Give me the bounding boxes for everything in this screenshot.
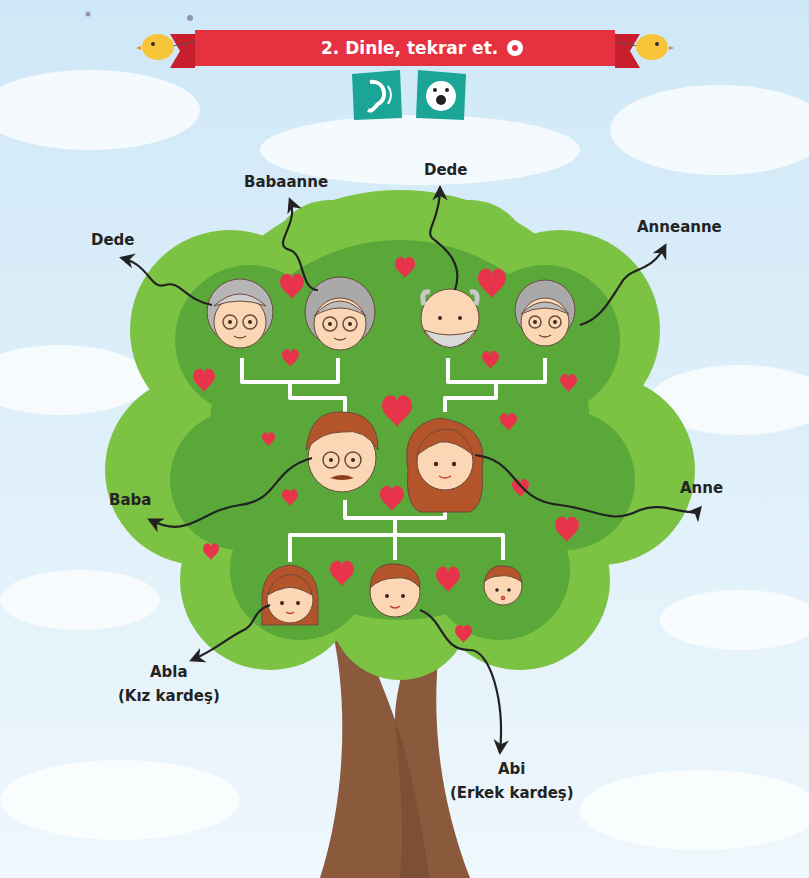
banner-title: 2. Dinle, tekrar et. bbox=[321, 38, 498, 58]
family-label: Baba bbox=[109, 491, 151, 509]
family-label: Dede bbox=[91, 231, 135, 249]
family-label: Anneanne bbox=[637, 218, 722, 236]
family-label: Anne bbox=[680, 479, 723, 497]
family-label: (Kız kardeş) bbox=[118, 687, 220, 705]
family-label: Dede bbox=[424, 161, 468, 179]
family-label: Babaanne bbox=[244, 173, 328, 191]
family-label: (Erkek kardeş) bbox=[450, 784, 574, 802]
family-label: Abi bbox=[498, 760, 526, 778]
family-label: Abla bbox=[150, 663, 188, 681]
